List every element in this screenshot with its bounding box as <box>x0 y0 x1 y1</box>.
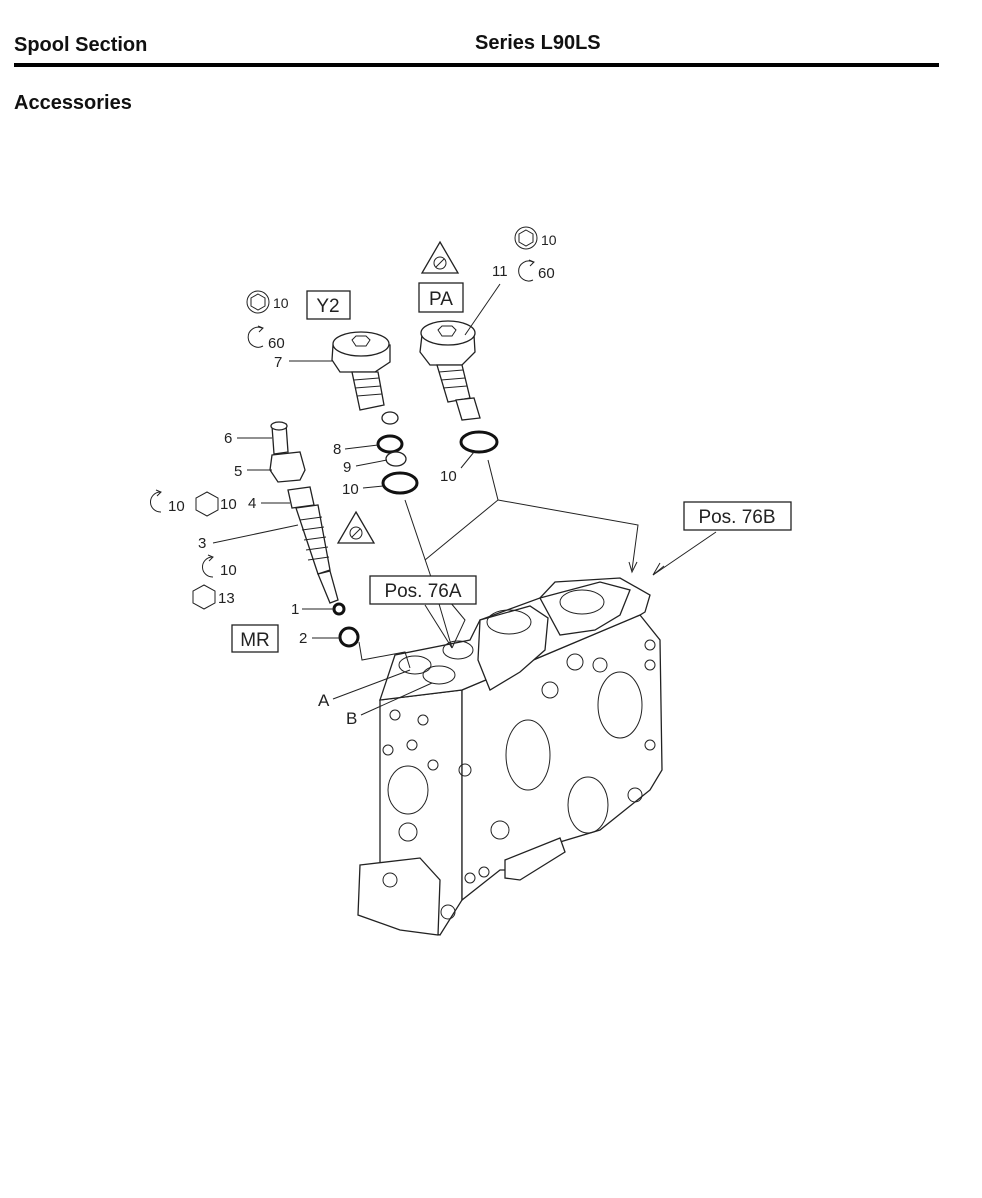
callout-9: 9 <box>343 459 351 476</box>
callout-11: 11 <box>492 263 508 280</box>
callout-7: 7 <box>274 354 282 371</box>
callout-1: 1 <box>291 601 299 618</box>
item-10-left-oring <box>381 471 419 495</box>
socket-hex-icon <box>246 290 270 314</box>
torque-arrow-icon <box>247 326 264 348</box>
callout-10-right: 10 <box>440 468 457 485</box>
mr-label: MR <box>240 630 270 651</box>
torque-arrow-icon <box>202 556 214 578</box>
y2-label-box <box>306 290 351 320</box>
pos-76a-label: Pos. 76A <box>384 581 461 602</box>
spool-section-body <box>357 577 663 936</box>
torque-arrow-icon <box>150 491 162 513</box>
hex-key-icon <box>250 293 266 311</box>
pa-plug-assembly <box>419 320 481 421</box>
hex-key-icon <box>195 491 219 517</box>
section-title: Accessories <box>14 92 132 114</box>
pos-76a-label-box <box>369 575 477 605</box>
item4-torque-value: 10 <box>168 498 185 515</box>
hex-key-icon <box>192 584 216 610</box>
item-10-right-oring <box>459 430 499 454</box>
pos-76b-label: Pos. 76B <box>698 507 775 528</box>
y2-label: Y2 <box>316 296 339 317</box>
torque-arrow-icon <box>518 260 534 282</box>
item-1-seal <box>332 602 346 616</box>
pa-label: PA <box>429 289 453 310</box>
y2-plug-assembly <box>331 331 399 425</box>
port-b-label: B <box>346 709 357 728</box>
item3-hex-value: 13 <box>218 590 235 607</box>
mr-label-box <box>231 624 279 653</box>
socket-hex-icon <box>514 226 538 250</box>
port-a-label: A <box>318 691 330 710</box>
callout-4: 4 <box>248 495 256 512</box>
header-center-title: Series L90LS <box>475 32 601 54</box>
item-8-oring <box>376 434 404 454</box>
callout-10-left: 10 <box>342 481 359 498</box>
callout-6: 6 <box>224 430 232 447</box>
pa-hex-value: 10 <box>541 232 557 248</box>
item3-torque-value: 10 <box>220 562 237 579</box>
header-rule <box>14 63 939 67</box>
item-2-oring <box>338 626 360 648</box>
header-left-title: Spool Section <box>14 34 148 56</box>
mr-relief-valve-assembly <box>269 421 339 604</box>
item4-hex-value: 10 <box>220 496 237 513</box>
pa-label-box <box>418 282 464 313</box>
callout-2: 2 <box>299 630 307 647</box>
hex-key-icon <box>518 229 534 247</box>
callout-3: 3 <box>198 535 206 552</box>
pa-torque-value: 60 <box>538 265 555 282</box>
y2-hex-value: 10 <box>273 295 289 311</box>
y2-torque-value: 60 <box>268 335 285 352</box>
pos-76b-label-box <box>683 501 792 531</box>
callout-8: 8 <box>333 441 341 458</box>
callout-5: 5 <box>234 463 242 480</box>
item-9-backup-ring <box>385 451 407 467</box>
